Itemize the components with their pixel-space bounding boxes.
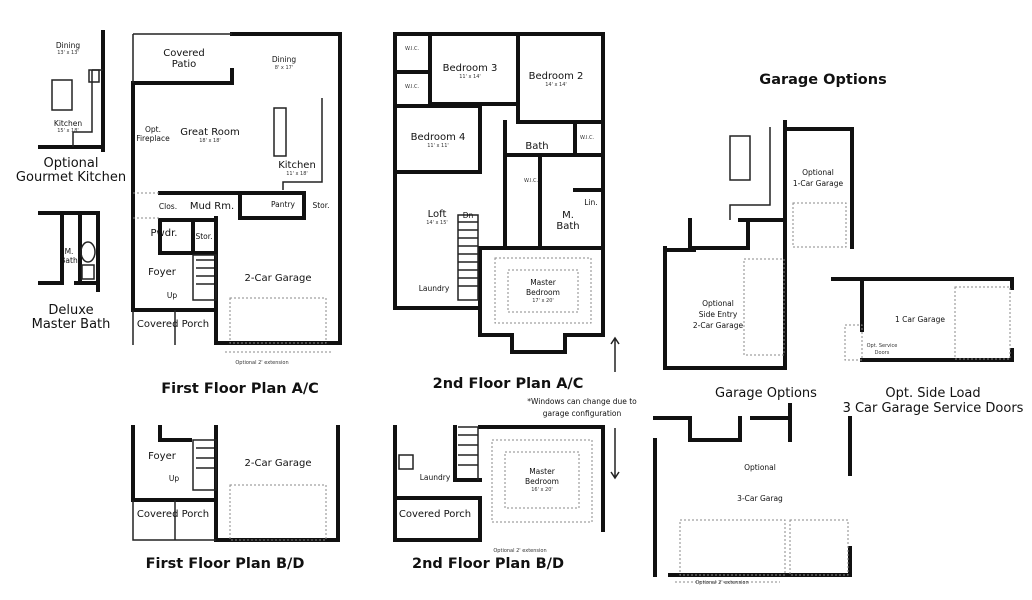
bedroom3-dim: 11' x 14' [459,74,481,80]
stairs-down-label: Dn [463,211,474,220]
plan-title: First Floor Plan B/D [146,556,305,572]
dining-label: Dining [272,55,296,64]
inset-title: Gourmet Kitchen [16,170,126,185]
master-bedroom-dim: 17' x 20' [532,298,554,304]
side-entry-garage-label: Side Entry [699,310,738,319]
service-doors-label: Opt. Service [867,343,898,349]
m-bath-label: Bath [556,221,579,232]
wic-label: W.I.C. [405,84,420,90]
arrow-up-icon [610,336,620,372]
windows-note: *Windows can change due to garage config… [527,336,637,480]
one-car-garage-label: Optional [802,168,834,177]
opt-fireplace-label: Opt. [145,125,161,134]
inset-title: Optional [44,156,99,171]
covered-porch-label: Covered Porch [137,509,209,520]
foyer-label: Foyer [148,451,177,462]
kitchen-dim: 11' x 18' [286,171,308,177]
garage-options: Garage Options Optional 1-Car Garage Opt… [653,72,1024,586]
wic-label: W.I.C. [405,46,420,52]
one-car-garage-label: 1 Car Garage [895,315,945,324]
garage-options-caption: Garage Options [715,386,817,401]
arrow-down-icon [610,428,620,480]
powder-room-label: Pwdr. [151,228,178,239]
plan-title: First Floor Plan A/C [161,381,319,397]
deluxe-bath-inset: M. Bath Deluxe Master Bath [32,211,111,332]
great-room-dim: 18' x 18' [199,138,221,144]
three-car-garage-label: 3-Car Garag [737,494,783,503]
m-bath-label: M. [562,210,574,221]
side-entry-garage-label: Optional [702,299,734,308]
wic-label: W.I.C. [524,178,539,184]
bedroom3-label: Bedroom 3 [443,63,498,74]
kitchen-label: Kitchen [278,160,316,171]
bedroom2-label: Bedroom 2 [529,71,584,82]
master-bedroom-label: Master [529,467,556,476]
second-floor-plan-ac: W.I.C. W.I.C. Bedroom 3 11' x 14' Bedroo… [393,32,605,392]
linen-label: Lin. [584,198,597,207]
wic-label: W.I.C. [580,135,595,141]
master-bedroom-label: Master [530,278,557,287]
loft-label: Loft [428,209,447,220]
mud-room-label: Mud Rm. [190,201,234,212]
bedroom4-label: Bedroom 4 [411,132,466,143]
bath-label: Bath [525,141,548,152]
laundry-label: Laundry [420,473,451,482]
bedroom4-dim: 11' x 11' [427,143,449,149]
plan-title: 2nd Floor Plan B/D [412,556,564,572]
closet-label: Clos. [159,202,177,211]
side-load-caption: 3 Car Garage Service Doors [843,401,1024,416]
garage-options-heading: Garage Options [759,72,886,88]
dining-dim: 13' x 13' [57,50,79,56]
foyer-label: Foyer [148,267,177,278]
kitchen-dim: 15' x 18' [57,128,79,134]
loft-dim: 14' x 15' [426,220,448,226]
inset-title: Deluxe [48,303,93,318]
master-bedroom-label: Bedroom [526,288,560,297]
m-bath-label: Bath [60,256,78,265]
laundry-label: Laundry [419,284,450,293]
master-bedroom-label: Bedroom [525,477,559,486]
side-load-caption: Opt. Side Load [885,386,980,401]
covered-patio-label: Patio [172,59,197,70]
one-car-garage-label: 1-Car Garage [793,179,844,188]
extension-label: Optional 2' extension [235,360,288,366]
stairs-up-label: Up [167,291,177,300]
bedroom2-dim: 14' x 14' [545,82,567,88]
garage-label: 2-Car Garage [245,273,312,284]
master-bedroom-dim: 16' x 20' [531,487,553,493]
three-car-garage-label: Optional [744,463,776,472]
first-floor-plan-bd: Foyer Up 2-Car Garage Covered Porch Firs… [131,425,340,572]
extension-label: Optional 2' extension [695,580,748,586]
kitchen-label: Kitchen [54,119,82,128]
extension-label: Optional 2' extension [493,548,546,554]
dining-label: Dining [56,41,80,50]
gourmet-kitchen-inset: Dining 13' x 13' Kitchen 15' x 18' Optio… [16,30,126,185]
dining-dim: 8' x 17' [275,65,293,71]
m-bath-label: M. [65,247,74,256]
covered-patio-label: Covered [163,48,205,59]
pantry-label: Pantry [271,200,296,209]
side-entry-garage-label: 2-Car Garage [693,321,744,330]
storage-label: Stor. [195,232,212,241]
storage-label: Stor. [312,201,329,210]
service-doors-label: Doors [875,350,890,356]
stairs-up-label: Up [169,474,179,483]
covered-porch-label: Covered Porch [399,509,471,520]
opt-fireplace-label: Fireplace [136,134,170,143]
covered-porch-label: Covered Porch [137,319,209,330]
second-floor-plan-bd: Laundry Master Bedroom 16' x 20' Covered… [393,425,605,572]
great-room-label: Great Room [180,127,240,138]
note-text: *Windows can change due to [527,397,637,406]
plan-title: 2nd Floor Plan A/C [433,376,584,392]
note-text: garage configuration [543,409,622,418]
first-floor-plan-ac: Covered Patio Dining 8' x 17' Great Room… [131,32,342,397]
inset-title: Master Bath [32,317,111,332]
garage-label: 2-Car Garage [245,458,312,469]
